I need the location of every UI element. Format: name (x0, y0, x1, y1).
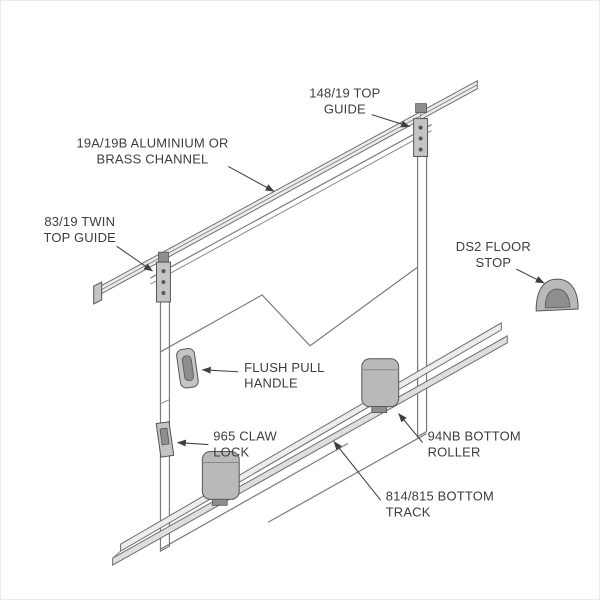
roller-right-foot (371, 406, 388, 414)
floor-stop (535, 278, 579, 312)
label-claw-lock-line1: 965 CLAW (213, 429, 277, 444)
door-bottom-edges (160, 433, 427, 550)
label-twin-top-guide: 83/19 TWIN TOP GUIDE (43, 214, 116, 245)
top-channel-end-cap (93, 281, 103, 305)
label-bottom-track: 814/815 BOTTOM TRACK (386, 488, 494, 519)
label-flush-pull-line2: HANDLE (244, 376, 298, 391)
claw-lock-keep (159, 427, 170, 446)
leader-flush-pull (201, 366, 239, 374)
label-floor-stop: DS2 FLOOR STOP (456, 239, 531, 270)
label-channel: 19A/19B ALUMINIUM OR BRASS CHANNEL (76, 136, 228, 167)
bottom-roller-right (361, 358, 400, 414)
label-claw-lock-line2: LOCK (213, 444, 249, 459)
leader-floor-stop (516, 268, 545, 284)
left-door-bottom-edge (160, 442, 349, 550)
label-bottom-track-line2: TRACK (386, 504, 431, 519)
label-twin-top-guide-line1: 83/19 TWIN (44, 214, 115, 229)
door-top-edges (150, 124, 432, 285)
label-channel-line1: 19A/19B ALUMINIUM OR (76, 136, 228, 151)
twin-top-guide-clip (158, 251, 169, 263)
claw-lock (155, 421, 175, 458)
twin-top-guide-hole-1 (161, 269, 166, 274)
bottom-track-left-cap (112, 550, 121, 559)
top-guide-hole-3 (418, 147, 423, 152)
label-flush-pull-line1: FLUSH PULL (244, 360, 324, 375)
label-bottom-roller-line1: 94NB BOTTOM (428, 429, 521, 444)
label-top-guide: 148/19 TOP GUIDE (309, 86, 380, 117)
roller-left-foot (211, 498, 228, 506)
flush-pull-recess (181, 355, 194, 382)
label-top-guide-line2: GUIDE (324, 102, 366, 117)
leader-top-guide (371, 114, 411, 128)
label-bottom-track-line1: 814/815 BOTTOM (386, 488, 494, 503)
leader-claw-lock (176, 439, 209, 447)
left-door-stile (159, 267, 171, 553)
top-guide-hole-2 (418, 136, 423, 141)
leader-bottom-track (333, 441, 382, 501)
label-floor-stop-line1: DS2 FLOOR (456, 239, 531, 254)
top-guide-hole-1 (418, 125, 423, 130)
leader-channel (227, 165, 275, 192)
right-door-bottom-edge (267, 433, 427, 523)
top-guide-clip (415, 103, 427, 114)
label-floor-stop-line2: STOP (475, 255, 511, 270)
left-stile-outline (159, 267, 171, 553)
door-top-edge-front (150, 124, 432, 279)
door-top-edge-back (150, 130, 432, 285)
top-guide-bracket (413, 103, 429, 157)
label-bottom-roller-line2: ROLLER (428, 444, 481, 459)
roller-right-body (361, 358, 400, 408)
label-claw-lock: 965 CLAW LOCK (213, 429, 277, 460)
label-flush-pull-handle: FLUSH PULL HANDLE (244, 360, 324, 391)
bottom-roller-left (201, 450, 240, 506)
label-channel-line2: BRASS CHANNEL (97, 151, 209, 166)
twin-top-guide-hole-3 (161, 291, 166, 296)
floor-stop-core (544, 288, 571, 309)
leader-bottom-roller (398, 413, 424, 443)
twin-top-guide-bracket (155, 251, 171, 303)
panel-break-line (160, 266, 418, 353)
label-bottom-roller: 94NB BOTTOM ROLLER (428, 429, 521, 460)
flush-pull-handle (176, 348, 199, 389)
leader-twin-top-guide (116, 245, 153, 272)
twin-top-guide-hole-2 (161, 280, 166, 285)
label-top-guide-line1: 148/19 TOP (309, 86, 380, 101)
left-stile-joint (160, 399, 170, 405)
label-twin-top-guide-line2: TOP GUIDE (43, 230, 116, 245)
